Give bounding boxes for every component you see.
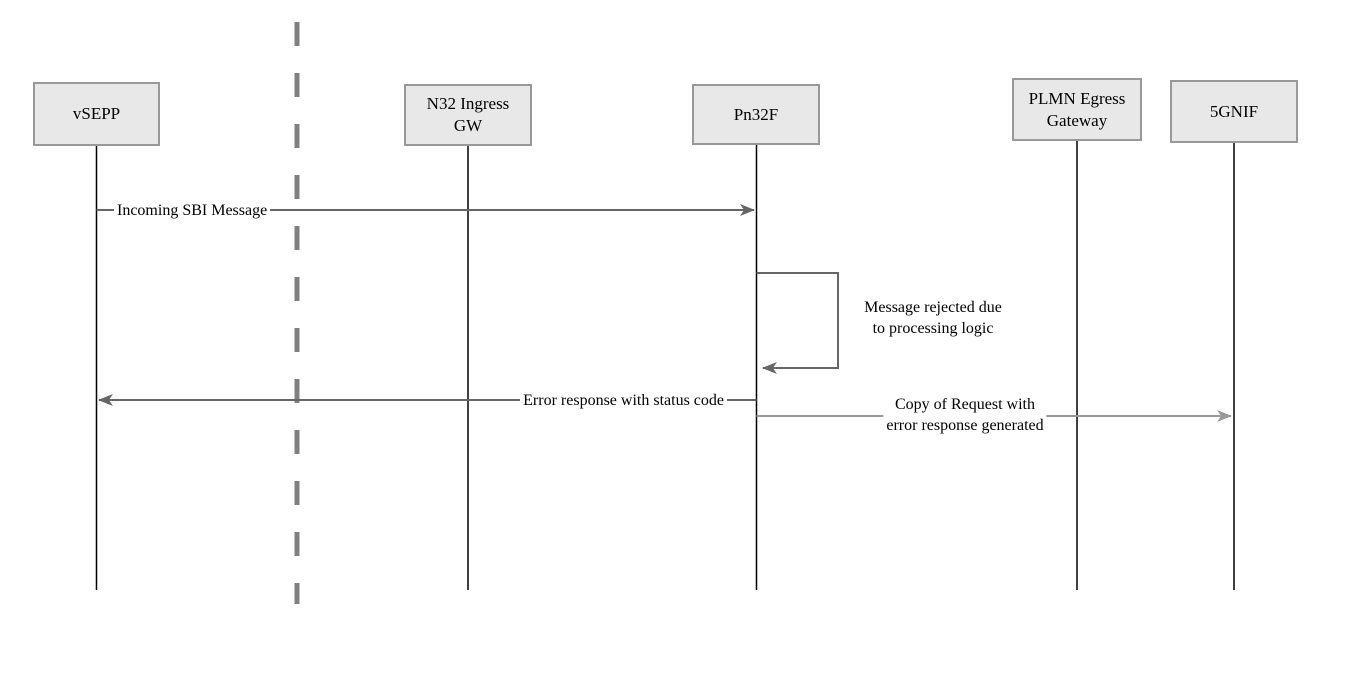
participant-label: vSEPP <box>72 104 121 123</box>
participant-label: N32 Ingress <box>426 94 510 113</box>
participant-5gnif: 5GNIF <box>1170 80 1298 143</box>
participant-vsepp: vSEPP <box>33 82 160 146</box>
participant-label: Pn32F <box>733 104 779 124</box>
message-label-line: Copy of Request with <box>895 396 1035 413</box>
participant-label: GW <box>453 116 483 135</box>
message-label-line: error response generated <box>886 417 1044 434</box>
message-label-copy-of-request: Copy of Request with error response gene… <box>883 394 1047 436</box>
message-label-line: Message rejected due <box>864 299 1002 316</box>
message-label-line: Error response with status code <box>523 392 724 409</box>
message-label-line: Incoming SBI Message <box>117 202 268 219</box>
message-label-incoming-sbi: Incoming SBI Message <box>114 200 271 221</box>
message-label-rejected: Message rejected due to processing logic <box>861 297 1005 339</box>
participant-n32-ingress-gw: N32 Ingress GW <box>404 84 532 146</box>
participant-label: PLMN Egress <box>1028 88 1126 108</box>
participant-label: Gateway <box>1046 110 1108 130</box>
participant-plmn-egress-gateway: PLMN Egress Gateway <box>1012 78 1142 141</box>
message-label-line: to processing logic <box>872 320 994 337</box>
participant-pn32f: Pn32F <box>692 84 820 145</box>
arrow-self-message-rejected <box>756 272 839 374</box>
participant-label: 5GNIF <box>1209 101 1259 121</box>
message-label-error-response: Error response with status code <box>520 390 727 411</box>
